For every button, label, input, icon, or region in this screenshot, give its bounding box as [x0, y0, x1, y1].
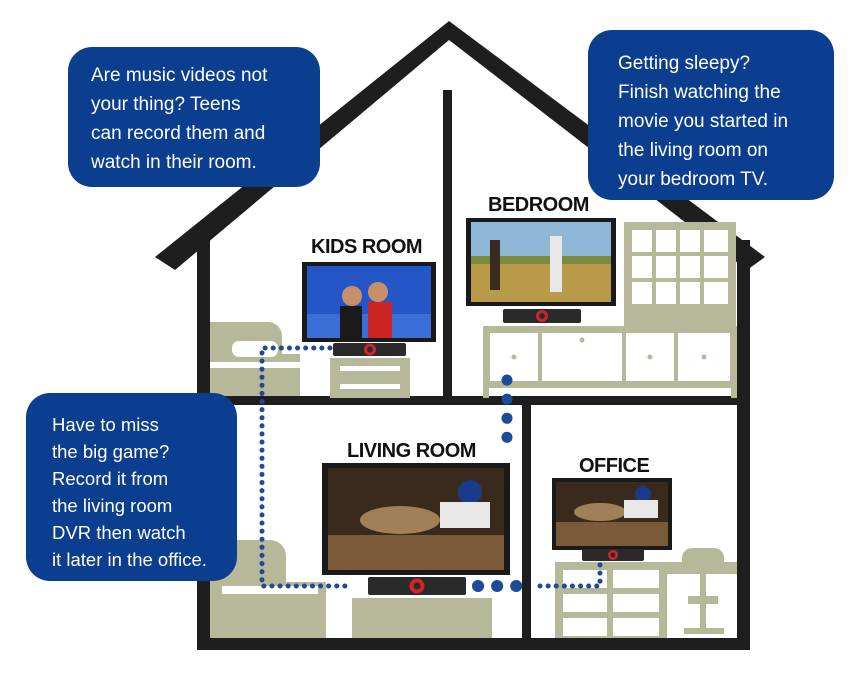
callout-line: Are music videos not	[91, 65, 268, 86]
bookcase-cell	[704, 282, 728, 304]
connection-kids-to-living	[259, 345, 355, 589]
callout-line: DVR then watch	[52, 522, 186, 543]
dresser-leg	[731, 388, 737, 398]
desk-drawer	[563, 570, 607, 588]
teen-figure	[342, 286, 362, 306]
player-jersey	[440, 502, 490, 528]
bookcase-cell	[704, 256, 728, 278]
callout-line: watch in their room.	[91, 152, 257, 173]
room-label-kids-room: KIDS ROOM	[311, 236, 423, 258]
room-label-office: OFFICE	[579, 455, 650, 477]
dust-cloud	[360, 506, 440, 534]
callout-line: the big game?	[52, 441, 170, 462]
bookcase-cell	[680, 256, 700, 278]
bedroom-furniture	[483, 222, 737, 398]
callout-line: your thing? Teens	[91, 94, 241, 115]
dresser-leg	[483, 388, 489, 398]
callout-line: it later in the office.	[52, 549, 207, 570]
dvr-living-room	[368, 577, 466, 595]
desk-drawer	[613, 570, 659, 588]
dust-cloud	[574, 503, 626, 521]
dvr-kids-room	[333, 343, 406, 356]
office-chair	[682, 548, 724, 634]
bookcase-cell	[632, 230, 652, 252]
teen-figure	[368, 282, 388, 302]
bookcase-cell	[704, 230, 728, 252]
desk-drawer	[613, 594, 659, 612]
living-room-tv-stand	[352, 598, 492, 638]
callout-line: Getting sleepy?	[618, 53, 751, 74]
dvr-bedroom	[503, 309, 581, 323]
tv-bedroom	[466, 218, 616, 306]
kids-room-furniture	[210, 322, 410, 398]
dvr-office	[582, 549, 644, 561]
callout-line: Finish watching the	[618, 82, 781, 103]
callout-line: the living room on	[618, 140, 768, 161]
kids-nightstand	[330, 358, 410, 398]
couple-figure	[550, 236, 562, 292]
room-label-bedroom: BEDROOM	[488, 194, 589, 216]
office-furniture	[555, 548, 737, 638]
kids-pillow	[232, 341, 278, 357]
armchair-seat-line	[222, 586, 318, 594]
bookcase-cell	[680, 230, 700, 252]
callout-line: Record it from	[52, 468, 169, 489]
nightstand-shelf	[340, 366, 400, 371]
room-label-living-room: LIVING ROOM	[347, 440, 476, 462]
bookcase-cell	[680, 282, 700, 304]
desk-drawer	[613, 618, 659, 636]
nightstand-shelf	[340, 384, 400, 389]
player-helmet	[635, 486, 651, 502]
callout-line: movie you started in	[618, 111, 789, 132]
tv-living-room	[322, 463, 510, 575]
kids-bed	[210, 322, 300, 396]
callout-line: the living room	[52, 495, 173, 516]
callout-music-videos: Are music videos not your thing? Teens c…	[68, 47, 320, 187]
desk-drawer	[563, 618, 607, 636]
teen-figure	[340, 306, 362, 338]
kids-bed-rail	[210, 362, 300, 368]
player-helmet	[458, 480, 482, 504]
bookcase-cell	[656, 230, 676, 252]
teen-figure	[368, 302, 392, 338]
callout-line: can record them and	[91, 123, 266, 144]
couple-figure	[490, 240, 500, 290]
callout-line: Have to miss	[52, 414, 159, 435]
living-room-furniture	[210, 540, 492, 638]
tv-office	[552, 478, 672, 550]
callout-getting-sleepy: Getting sleepy? Finish watching the movi…	[588, 30, 834, 200]
network-connections	[259, 345, 603, 592]
callout-line: your bedroom TV.	[618, 169, 768, 190]
desk-drawer	[563, 594, 607, 612]
bookcase-cell	[632, 282, 652, 304]
player-jersey	[624, 500, 658, 518]
bookcase-cell	[656, 282, 676, 304]
tv-kids-room	[302, 262, 436, 342]
bookcase-cell	[656, 256, 676, 278]
bookcase-cell	[632, 256, 652, 278]
callout-big-game: Have to miss the big game? Record it fro…	[26, 393, 237, 581]
